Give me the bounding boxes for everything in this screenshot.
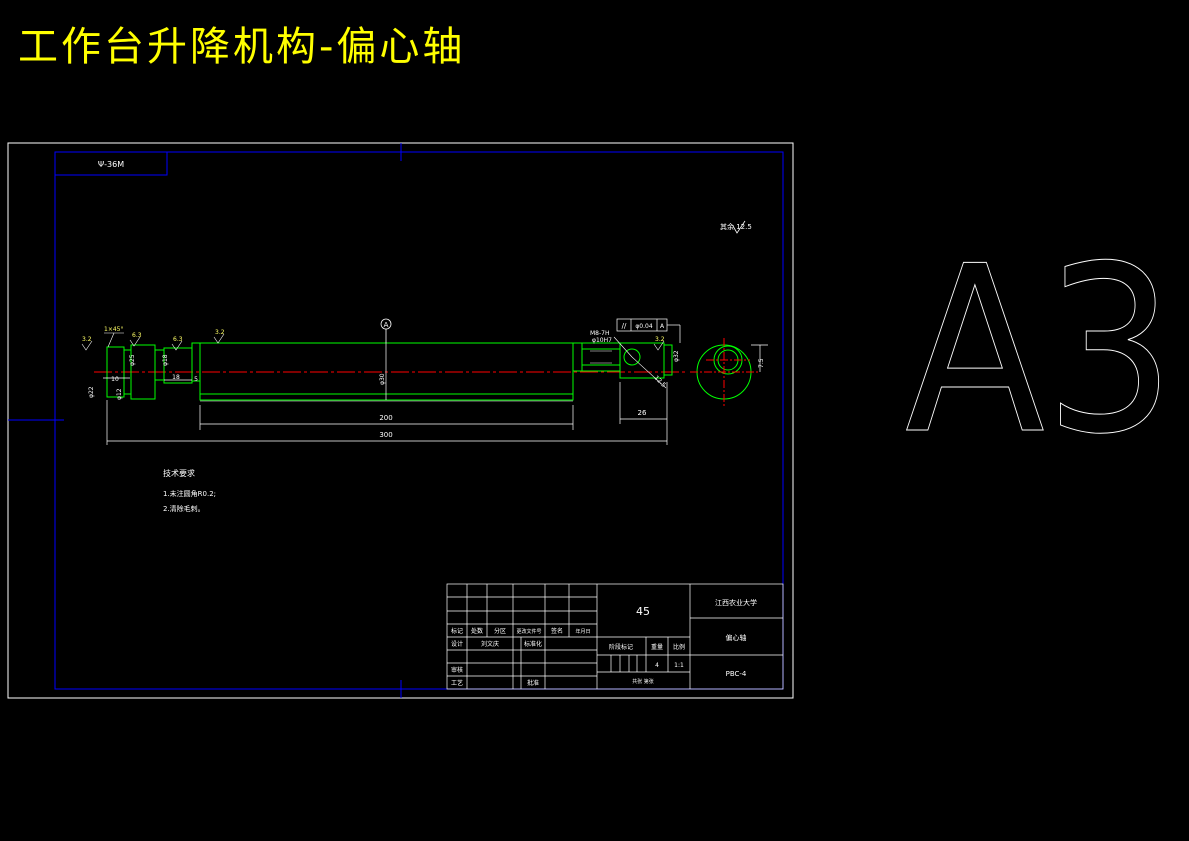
dim-18: 18 <box>172 374 180 381</box>
tolerance-datum: A <box>660 323 665 330</box>
roughness-3: 6.3 <box>173 336 183 343</box>
roughness-overall-symbol <box>732 220 746 234</box>
tb-row-label-4: 更改文件号 <box>516 628 541 635</box>
roughness-overall: 其余 12.5 <box>720 222 752 231</box>
diameter-32: φ32 <box>673 350 680 362</box>
code-box-text: Ψ-36M <box>98 160 124 169</box>
thread-note: M8-7H <box>590 330 610 337</box>
end-view-centerlines <box>690 338 758 406</box>
roughness-symbols <box>81 333 665 351</box>
dim-300: 300 <box>379 431 392 439</box>
roughness-2: 6.3 <box>132 332 142 339</box>
title-block-grid <box>446 583 784 690</box>
tb-stage-label: 阶段标记 <box>609 643 633 651</box>
hole-note: φ10H7 <box>592 337 612 344</box>
tb-material: 45 <box>636 605 650 618</box>
tb-drawing-no: PBC-4 <box>726 670 747 678</box>
datum-label: A <box>384 321 389 329</box>
inner-border <box>54 151 784 690</box>
tb-row-label-2: 处数 <box>471 627 483 635</box>
tb-part-name: 偏心轴 <box>726 633 747 642</box>
tech-req-heading: 技术要求 <box>163 468 195 478</box>
tolerance-symbol: // <box>622 322 627 330</box>
tb-standard-label: 标准化 <box>524 640 542 648</box>
tb-row-label-3: 分区 <box>494 627 506 635</box>
tb-design-label: 设计 <box>451 640 463 648</box>
outer-border <box>7 142 794 699</box>
diameter-22: φ22 <box>88 386 95 398</box>
tech-req-item-1: 1.未注圆角R0.2; <box>163 489 216 498</box>
tb-designer: 刘文庆 <box>481 640 499 648</box>
tb-row-label-5: 签名 <box>551 627 563 635</box>
hole-leader <box>613 336 633 358</box>
tb-school: 江西农业大学 <box>715 598 757 607</box>
chamfer-leader-2 <box>107 332 115 348</box>
roughness-5: 3.2 <box>655 336 665 343</box>
sheet-size-label: A3 <box>905 218 1175 485</box>
diameter-12: φ12 <box>116 388 123 400</box>
centering-marks <box>8 143 402 698</box>
tolerance-value: φ0.04 <box>635 323 653 330</box>
roughness-1: 3.2 <box>82 336 92 343</box>
diameter-18: φ18 <box>162 354 169 366</box>
diameter-30: φ30 <box>379 373 386 385</box>
dim-10: 10 <box>111 376 119 383</box>
code-box <box>54 151 168 176</box>
dimension-lines <box>103 343 768 445</box>
roughness-4: 3.2 <box>215 329 225 336</box>
tb-scale: 1:1 <box>674 662 684 669</box>
tb-row-label-6: 年月日 <box>575 628 590 635</box>
diameter-25: φ25 <box>129 354 136 366</box>
chamfer-note: 1×45° <box>104 326 123 333</box>
dim-26: 26 <box>638 409 647 417</box>
tb-check-label: 审核 <box>451 666 463 674</box>
dim-200: 200 <box>379 414 392 422</box>
dim-offset: 7.5 <box>758 358 765 368</box>
tb-sheet-info: 共张 第张 <box>632 678 654 685</box>
tb-weight-label: 重量 <box>651 643 663 651</box>
tb-row-label-1: 标记 <box>451 627 463 635</box>
depth-leader <box>631 356 667 389</box>
page-title: 工作台升降机构-偏心轴 <box>18 24 466 70</box>
tb-quantity: 4 <box>655 662 659 669</box>
shaft-outline <box>106 342 673 401</box>
dim-5: 5 <box>194 376 198 383</box>
shaft-detail-lines <box>200 350 612 402</box>
tb-process-label: 工艺 <box>451 679 463 687</box>
tech-req-item-2: 2.清除毛刺。 <box>163 504 205 513</box>
tb-scale-label: 比例 <box>673 643 685 651</box>
tolerance-frame <box>616 318 681 343</box>
tb-approve-label: 批准 <box>527 679 539 687</box>
